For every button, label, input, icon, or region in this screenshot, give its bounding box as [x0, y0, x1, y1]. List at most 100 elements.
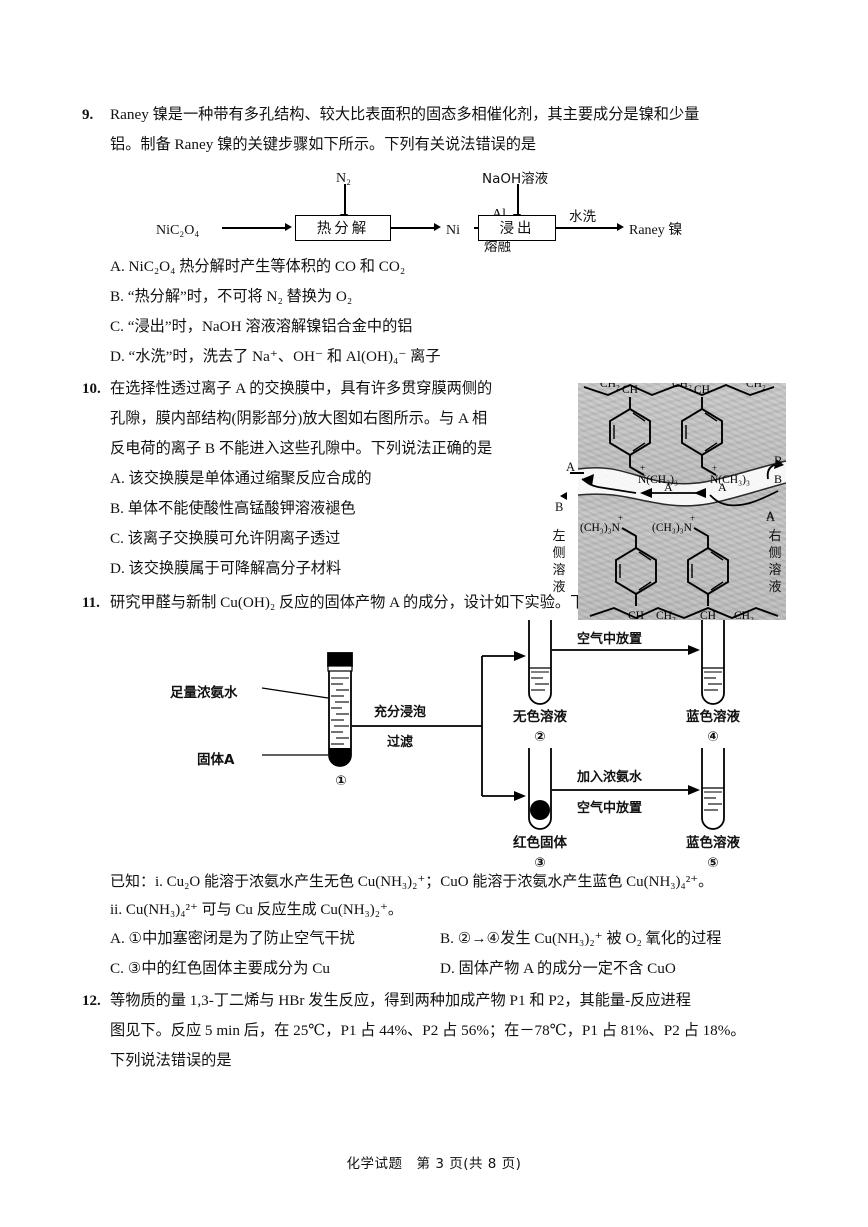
flow-arrow2-bottom-label: 熔融 [484, 239, 511, 255]
q11-upper-arrow-label: 空气中放置 [577, 632, 643, 647]
q11-option-d: D. 固体产物 A 的成分一定不含 CuO [440, 960, 676, 977]
question-11-stem: 研究甲醛与新制 Cu(OH)₂ 反应的固体产物 A 的成分，设计如下实验。下列说… [110, 588, 788, 618]
flow-arrow3-top-label: 水洗 [569, 209, 596, 225]
q10-arrow-a-left-line [570, 472, 584, 474]
structure-text: · CH₂ CH CH₂ CH CH₂ + N(CH₃)₃ + N(CH₃)₃ … [580, 383, 782, 620]
ch2-top-mid: CH₂ [672, 383, 692, 390]
ion-a-arrowheads [582, 474, 706, 498]
polymer-structure [583, 383, 779, 620]
charge-bottom-right: + [690, 513, 695, 523]
ch-bottom-right: CH [700, 610, 716, 620]
question-11: 11. 研究甲醛与新制 Cu(OH)₂ 反应的固体产物 A 的成分，设计如下实验… [82, 588, 788, 984]
question-11-number: 11. [82, 595, 100, 611]
q11-tube4-label: 蓝色溶液 [686, 709, 740, 725]
right-sol-c2: 侧 [768, 546, 782, 561]
q10-option-d: D. 该交换膜属于可降解高分子材料 [110, 560, 342, 577]
question-12-stem-line1: 等物质的量 1,3-丁二烯与 HBr 发生反应，得到两种加成产物 P1 和 P2… [110, 992, 691, 1009]
question-10-stem: 在选择性透过离子 A 的交换膜中，具有许多贯穿膜两侧的 孔隙，膜内部结构(阴影部… [110, 374, 580, 464]
flow-line-4 [556, 227, 618, 229]
flow-line-2 [391, 227, 435, 229]
n-group-bottom-left: (CH₃)₃N [580, 522, 621, 534]
q11-step1-bottom-label: 过滤 [387, 735, 414, 750]
q11-tube4-number: ④ [707, 729, 719, 745]
q11-tube5-label: 蓝色溶液 [686, 835, 740, 851]
q11-option-b: B. ②→④发生 Cu(NH₃)₂⁺ 被 O₂ 氧化的过程 [440, 930, 722, 947]
question-11-stem-text: 研究甲醛与新制 Cu(OH)₂ 反应的固体产物 A 的成分，设计如下实验。下列说… [110, 594, 692, 611]
q11-lower-arrow-top-label: 加入浓氨水 [577, 770, 643, 785]
q9-option-a: A. NiC₂O₄ 热分解时产生等体积的 CO 和 CO₂ [110, 258, 406, 275]
left-sol-c2: 侧 [552, 546, 566, 561]
q10-ion-b-label-right: B [774, 454, 783, 468]
question-9-number: 9. [82, 107, 94, 123]
ion-a-label-mid-right: A [718, 480, 727, 494]
question-9-stem-line2: 铝。制备 Raney 镍的关键步骤如下所示。下列有关说法错误的是 [110, 136, 537, 153]
flow-mid-label: Ni [446, 223, 460, 238]
ch2-top-left: CH₂ [600, 383, 620, 390]
q10-ion-a-label-right: A [766, 510, 776, 524]
n-group-bottom-right: (CH₃)₃N [652, 522, 693, 534]
flow-arrowhead-2 [434, 222, 441, 231]
q10-left-solution-label: 左 侧 溶 液 [550, 528, 568, 596]
q11-option-a: A. ①中加塞密闭是为了防止空气干扰 [110, 930, 355, 947]
q11-tube1-number: ① [335, 773, 347, 789]
q11-known-i: 已知：i. Cu₂O 能溶于浓氨水产生无色 Cu(NH₃)₂⁺；CuO 能溶于浓… [110, 874, 714, 890]
question-10-stem-line2: 孔隙，膜内部结构(阴影部分)放大图如右图所示。与 A 相 [110, 410, 488, 427]
q11-arrowheads [514, 645, 700, 801]
q11-options-row-2: C. ③中的红色固体主要成分为 Cu D. 固体产物 A 的成分一定不含 CuO [110, 954, 788, 984]
flow-gas-line [344, 184, 346, 216]
q11-known-ii: ii. Cu(NH₃)₄²⁺ 可与 Cu 反应生成 Cu(NH₃)₂⁺。 [110, 902, 403, 918]
q9-option-b: B. “热分解”时，不可将 N₂ 替换为 O₂ [110, 288, 353, 305]
ch-bottom-left: CH [628, 610, 644, 620]
q11-step1-top-label: 充分浸泡 [374, 705, 427, 720]
flow-line-1 [222, 227, 286, 229]
q10-option-b: B. 单体不能使酸性高锰酸钾溶液褪色 [110, 500, 356, 517]
q11-experiment-diagram: 足量浓氨水 固体A 充分浸泡 过滤 空气中放置 加入浓氨水 空气中放置 无色溶液… [82, 620, 788, 871]
question-10-stem-line1: 在选择性透过离子 A 的交换膜中，具有许多贯穿膜两侧的 [110, 380, 493, 397]
question-12-stem-line3: 下列说法错误的是 [110, 1052, 232, 1069]
q10-option-a: A. 该交换膜是单体通过缩聚反应合成的 [110, 470, 372, 487]
ch2-top-right: CH₂ [746, 383, 766, 390]
q9-flowchart: N₂ NaOH溶液 NiC₂O₄ 热分解 Ni Al 熔融 浸出 水洗 [82, 164, 788, 255]
ion-a-label-right: A [766, 508, 775, 522]
pore-edge-top [578, 460, 786, 485]
flow-arrowhead-4 [617, 222, 624, 231]
flow-gas-input-label: N₂ [336, 171, 351, 186]
flow-box-leaching: 浸出 [478, 215, 556, 241]
ch-top-left: CH [622, 384, 638, 396]
left-sol-c3: 溶 [552, 563, 566, 578]
right-sol-c4: 液 [768, 580, 782, 595]
ion-b-label-right: B [774, 472, 782, 486]
q10-ion-a-label-left: A [566, 460, 576, 474]
left-sol-c4: 液 [552, 580, 566, 595]
q10-membrane-figure: · CH₂ CH CH₂ CH CH₂ + N(CH₃)₃ + N(CH₃)₃ … [578, 383, 786, 620]
page-content: 9. Raney 镍是一种带有多孔结构、较大比表面积的固态多相催化剂，其主要成分… [82, 100, 788, 1076]
ch2-bottom-left: CH₂ [656, 610, 676, 620]
left-sol-c1: 左 [552, 529, 566, 544]
question-12-stem: 等物质的量 1,3-丁二烯与 HBr 发生反应，得到两种加成产物 P1 和 P2… [110, 986, 788, 1076]
flow-reagent-line [517, 184, 519, 216]
question-12-number: 12. [82, 993, 101, 1009]
n-group-top-right: N(CH₃)₃ [710, 474, 750, 486]
question-10-stem-line3: 反电荷的离子 B 不能进入这些孔隙中。下列说法正确的是 [110, 440, 493, 457]
question-9-stem-line1: Raney 镍是一种带有多孔结构、较大比表面积的固态多相催化剂，其主要成分是镍和… [110, 106, 700, 123]
q11-tube3-number: ③ [534, 855, 546, 871]
q9-option-c: C. “浸出”时，NaOH 溶液溶解镍铝合金中的铝 [110, 318, 413, 335]
flow-input-label: NiC₂O₄ [156, 223, 200, 238]
q10-membrane-svg: · CH₂ CH CH₂ CH CH₂ + N(CH₃)₃ + N(CH₃)₃ … [578, 383, 786, 620]
q10-right-solution-label: 右 侧 溶 液 [766, 528, 784, 596]
question-9-stem: Raney 镍是一种带有多孔结构、较大比表面积的固态多相催化剂，其主要成分是镍和… [110, 100, 788, 160]
q11-tube3-label: 红色固体 [513, 835, 567, 851]
q11-solid-a-label: 固体A [197, 752, 235, 768]
flow-box-thermal-decomposition: 热分解 [295, 215, 391, 241]
q10-arrow-b-left-head [560, 492, 567, 500]
question-10-number: 10. [82, 381, 101, 397]
n-group-top-left: N(CH₃)₃ [638, 474, 678, 486]
ch2-bottom-right: CH₂ [734, 610, 754, 620]
q11-tube5-number: ⑤ [707, 855, 719, 871]
question-12: 12. 等物质的量 1,3-丁二烯与 HBr 发生反应，得到两种加成产物 P1 … [82, 986, 788, 1076]
q11-option-c: C. ③中的红色固体主要成分为 Cu [110, 960, 330, 977]
question-9: 9. Raney 镍是一种带有多孔结构、较大比表面积的固态多相催化剂，其主要成分… [82, 100, 788, 372]
q10-option-c: C. 该离子交换膜可允许阴离子透过 [110, 530, 341, 547]
charge-top-right: + [712, 463, 717, 473]
flow-reagent-input-label: NaOH溶液 [482, 171, 549, 187]
